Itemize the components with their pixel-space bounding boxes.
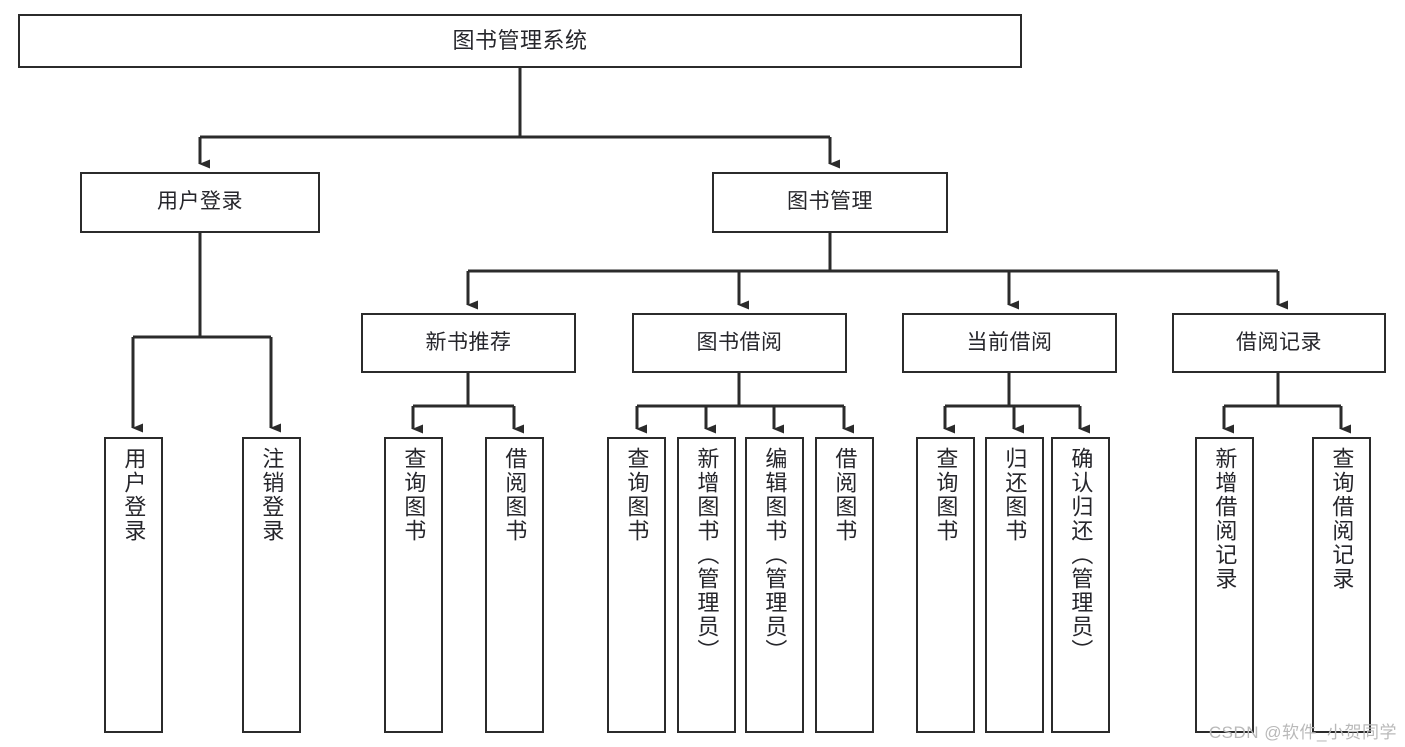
node-leaf-return-book[interactable]: 归还图书 <box>985 437 1044 733</box>
node-leaf-add-book-label: 新增图书（管理员） <box>694 447 720 663</box>
node-root-label: 图书管理系统 <box>452 28 588 54</box>
node-leaf-query-book-1-label: 查询图书 <box>401 447 427 543</box>
node-leaf-borrow-book-2-label: 借阅图书 <box>832 447 858 543</box>
node-leaf-edit-book[interactable]: 编辑图书（管理员） <box>745 437 804 733</box>
node-borrow-record-label: 借阅记录 <box>1236 330 1322 354</box>
node-user-login-label: 用户登录 <box>157 190 243 214</box>
node-leaf-user-login[interactable]: 用户登录 <box>104 437 163 733</box>
node-leaf-user-login-label: 用户登录 <box>121 447 147 543</box>
node-borrow-record[interactable]: 借阅记录 <box>1172 313 1386 373</box>
node-leaf-query-book-1[interactable]: 查询图书 <box>384 437 443 733</box>
node-new-book-rec-label: 新书推荐 <box>425 330 512 354</box>
node-leaf-confirm-return[interactable]: 确认归还（管理员） <box>1051 437 1110 733</box>
node-new-book-rec[interactable]: 新书推荐 <box>361 313 576 373</box>
node-root[interactable]: 图书管理系统 <box>18 14 1022 68</box>
node-leaf-confirm-return-label: 确认归还（管理员） <box>1068 447 1094 663</box>
node-leaf-return-book-label: 归还图书 <box>1002 447 1028 543</box>
node-book-manage[interactable]: 图书管理 <box>712 172 948 233</box>
node-current-borrow[interactable]: 当前借阅 <box>902 313 1117 373</box>
node-leaf-query-book-3[interactable]: 查询图书 <box>916 437 975 733</box>
node-leaf-logout-label: 注销登录 <box>259 447 285 543</box>
node-leaf-query-record-label: 查询借阅记录 <box>1329 447 1355 591</box>
node-book-borrow[interactable]: 图书借阅 <box>632 313 847 373</box>
node-leaf-borrow-book-2[interactable]: 借阅图书 <box>815 437 874 733</box>
node-current-borrow-label: 当前借阅 <box>966 330 1053 354</box>
node-leaf-query-book-3-label: 查询图书 <box>933 447 959 543</box>
node-leaf-add-record-label: 新增借阅记录 <box>1212 447 1238 591</box>
node-leaf-borrow-book-1-label: 借阅图书 <box>502 447 528 543</box>
node-user-login[interactable]: 用户登录 <box>80 172 320 233</box>
node-leaf-borrow-book-1[interactable]: 借阅图书 <box>485 437 544 733</box>
node-leaf-add-book[interactable]: 新增图书（管理员） <box>677 437 736 733</box>
node-leaf-query-book-2-label: 查询图书 <box>624 447 650 543</box>
node-book-borrow-label: 图书借阅 <box>696 330 783 354</box>
node-leaf-logout[interactable]: 注销登录 <box>242 437 301 733</box>
node-leaf-edit-book-label: 编辑图书（管理员） <box>762 447 788 663</box>
node-book-manage-label: 图书管理 <box>787 190 873 214</box>
node-leaf-add-record[interactable]: 新增借阅记录 <box>1195 437 1254 733</box>
node-leaf-query-book-2[interactable]: 查询图书 <box>607 437 666 733</box>
node-leaf-query-record[interactable]: 查询借阅记录 <box>1312 437 1371 733</box>
